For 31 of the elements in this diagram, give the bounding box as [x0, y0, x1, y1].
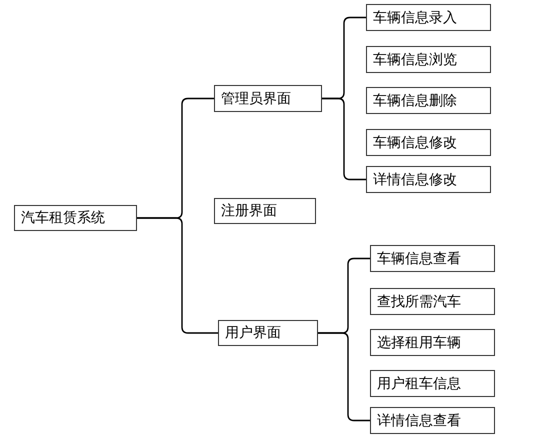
node-box: [14, 205, 137, 231]
node-box: [366, 166, 491, 193]
node-box: [370, 370, 495, 397]
brace-connector: [137, 217, 218, 334]
node-label: 详情信息修改: [373, 170, 458, 188]
node-box: [370, 407, 495, 434]
node-label: 选择租用车辆: [377, 334, 462, 352]
node-label: 注册界面: [221, 202, 278, 220]
node-box: [370, 288, 495, 315]
node-box: [218, 320, 318, 346]
node-label: 查找所需汽车: [377, 292, 462, 310]
node-label: 详情信息查看: [377, 412, 462, 430]
node-box: [214, 198, 316, 224]
node-box: [370, 329, 495, 356]
node-box: [366, 46, 491, 73]
node-label: 管理员界面: [221, 90, 292, 108]
node-label: 汽车租赁系统: [21, 209, 106, 227]
node-label: 车辆信息查看: [377, 250, 462, 268]
node-label: 用户租车信息: [377, 374, 462, 392]
node-label: 用户界面: [225, 324, 282, 342]
node-box: [214, 85, 322, 112]
node-label: 车辆信息浏览: [373, 50, 458, 68]
node-box: [366, 129, 491, 156]
node-box: [366, 4, 491, 31]
brace-connector: [322, 98, 366, 180]
node-label: 车辆信息删除: [373, 92, 458, 110]
node-box: [366, 87, 491, 114]
node-label: 车辆信息录入: [373, 8, 458, 26]
brace-connector: [318, 332, 370, 422]
node-box: [370, 245, 495, 272]
node-label: 车辆信息修改: [373, 134, 458, 152]
